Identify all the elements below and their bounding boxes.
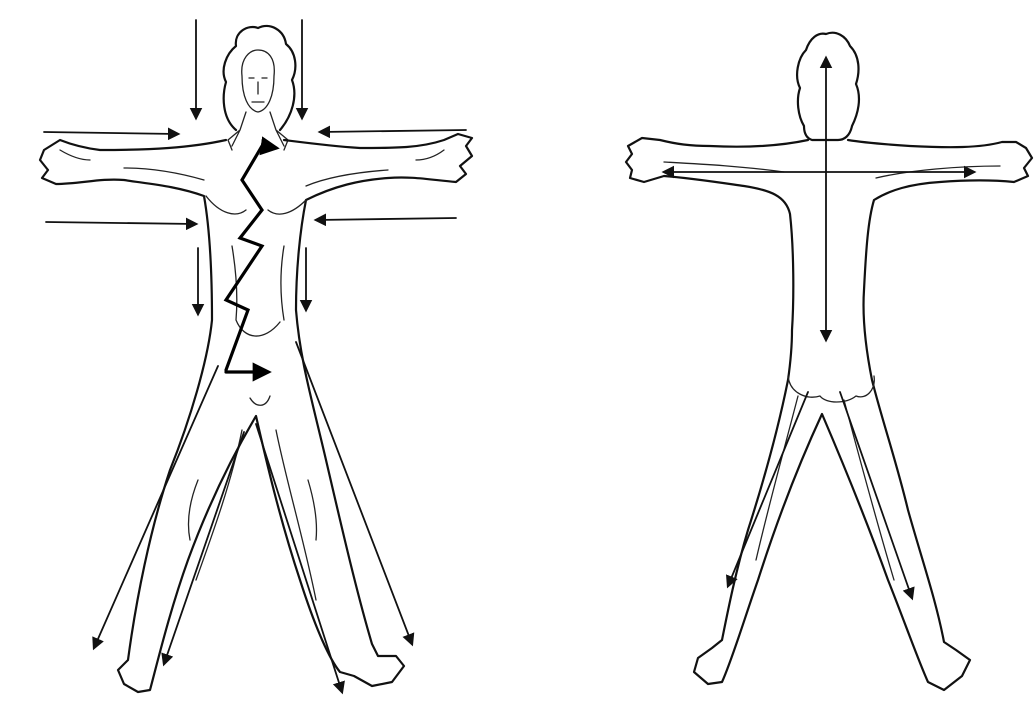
front-eyes xyxy=(249,78,267,102)
front-hair xyxy=(224,26,296,130)
arrow-inner-left-leg xyxy=(164,432,244,664)
front-neck xyxy=(228,112,288,150)
front-figure xyxy=(40,20,472,692)
arrow-outer-left-leg xyxy=(94,366,218,648)
front-torso-details xyxy=(206,196,306,405)
front-face xyxy=(242,50,275,112)
back-left-leg-arrow xyxy=(728,392,808,586)
back-figure xyxy=(626,33,1032,690)
back-right-leg-arrow xyxy=(840,392,912,598)
arrow-left-arm-in xyxy=(44,132,178,134)
arrow-inner-right-leg xyxy=(256,424,342,692)
back-head xyxy=(797,33,859,140)
back-body-outline xyxy=(626,138,1032,690)
arrow-right-side-in xyxy=(316,218,456,220)
arrow-outer-right-leg xyxy=(296,342,412,644)
arrow-left-side-in xyxy=(46,222,196,224)
arrow-right-arm-in xyxy=(320,130,466,132)
back-arm-lines xyxy=(664,162,1000,178)
back-buttocks xyxy=(788,376,874,402)
